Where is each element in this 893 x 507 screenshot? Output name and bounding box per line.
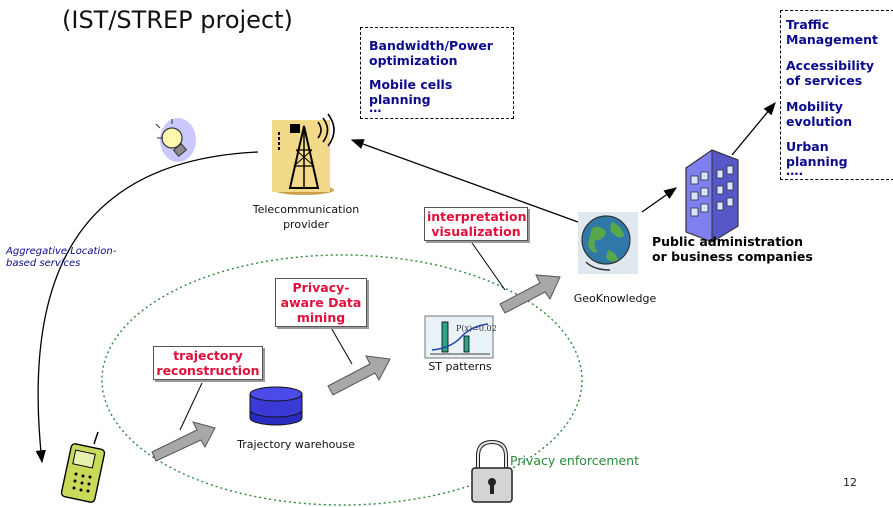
database-icon <box>249 386 303 426</box>
flow-arrow-1 <box>151 421 216 462</box>
st-patterns-chart-icon: P(x)=0.02 <box>424 315 497 359</box>
public-admin-label: Public administration or business compan… <box>652 234 813 264</box>
admin-benefits-box: Traffic Management Accessibility of serv… <box>780 10 893 180</box>
telecom-tower-icon <box>272 113 335 195</box>
flow-arrow-2 <box>327 355 391 396</box>
telecom-provider-label: Telecommunication provider <box>252 203 360 231</box>
services-curve-arrow <box>35 151 259 464</box>
connector-trajectory <box>179 382 203 431</box>
lightbulb-icon <box>155 118 196 162</box>
building-icon <box>685 149 739 243</box>
benefit-item: Bandwidth/Power optimization <box>369 38 493 68</box>
benefit-item: Mobile cells planning <box>369 77 453 107</box>
system-boundary-ellipse <box>101 254 583 506</box>
telecom-benefits-box: Bandwidth/Power optimization Mobile cell… <box>360 27 514 119</box>
arrow-to-admin-box <box>731 101 776 156</box>
benefit-item: Accessibility of services <box>786 58 875 88</box>
benefit-item: Mobility evolution <box>786 99 853 129</box>
interpretation-step-box: interpretation visualization <box>424 207 528 241</box>
globe-icon <box>578 212 638 274</box>
benefit-item: Traffic Management <box>786 17 879 47</box>
connector-interpretation <box>469 239 506 291</box>
padlock-icon <box>471 439 513 503</box>
geoknowledge-label: GeoKnowledge <box>573 292 657 305</box>
aggregative-services-label: Aggregative Location-based services <box>6 246 117 269</box>
privacy-enforcement-label: Privacy enforcement <box>510 453 640 468</box>
privacy-mining-step-box: Privacy-aware Data mining <box>275 278 367 327</box>
trajectory-warehouse-label: Trajectory warehouse <box>237 438 355 451</box>
feedback-arrow-telecom <box>350 139 579 223</box>
page-number: 12 <box>843 476 857 489</box>
benefit-item: … <box>369 100 382 115</box>
st-patterns-label: ST patterns <box>428 360 492 373</box>
arrow-to-admin <box>641 187 678 213</box>
svg-text:P(x)=0.02: P(x)=0.02 <box>456 324 497 333</box>
trajectory-step-box: trajectory reconstruction <box>153 346 263 380</box>
benefit-item: …. <box>786 163 804 178</box>
benefit-item: Urban planning <box>786 139 848 169</box>
flow-arrow-3 <box>499 274 561 314</box>
mobile-phone-icon <box>60 431 106 503</box>
slide-title: (IST/STREP project) <box>62 6 293 34</box>
